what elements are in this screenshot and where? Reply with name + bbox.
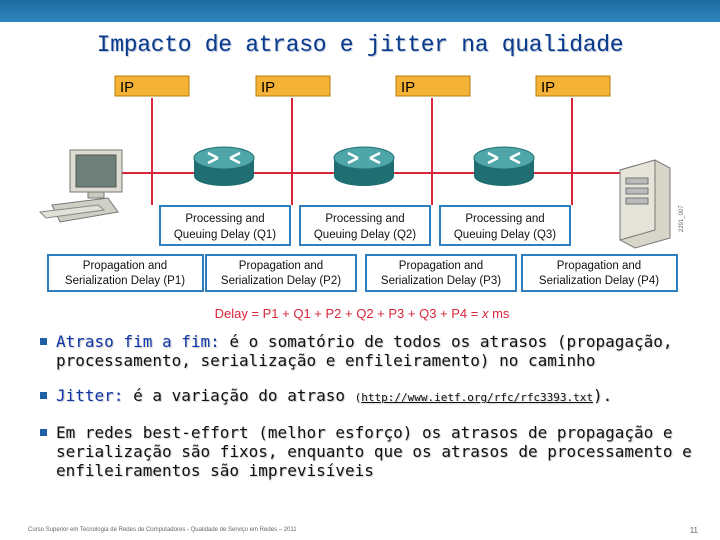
processing-label-2b: Queuing Delay (Q2) [314,229,416,241]
processing-box-3 [439,205,571,246]
ip-box-1 [114,75,190,97]
propagation-box-2 [205,254,357,292]
router-icon-2 [333,146,395,186]
router-icon-3 [473,146,535,186]
router-icon-1 [193,146,255,186]
paren-close: ). [593,386,613,405]
footer-text: Curso Superior em Tecnologia de Redes de… [28,527,297,533]
ip-label-2: IP [261,79,275,96]
figure-id: 2291_007 [679,205,685,232]
propagation-label-1a: Propagation and [83,260,167,272]
ip-label-1: IP [120,79,134,96]
processing-box-1 [159,205,291,246]
propagation-box-3 [365,254,517,292]
processing-label-3b: Queuing Delay (Q3) [454,229,556,241]
ip-label-4: IP [541,79,555,96]
processing-label-1b: Queuing Delay (Q1) [174,229,276,241]
bullet-item-3: Em redes best-effort (melhor esforço) os… [40,423,694,480]
propagation-box-4 [521,254,678,292]
path-lines [118,98,620,205]
header-bar [0,0,720,22]
propagation-label-4b: Serialization Delay (P4) [539,275,659,287]
slide-title: Impacto de atraso e jitter na qualidade [96,32,624,58]
processing-box-2 [299,205,431,246]
propagation-label-3a: Propagation and [399,260,483,272]
bullet-item-2: Jitter: é a variação do atraso (http://w… [40,386,694,407]
bullet-text-2: é a variação do atraso [123,386,355,405]
computer-icon [38,149,123,223]
ip-box-2 [255,75,331,97]
bullet-text-1: é o somatório de todos os atrasos (propa… [56,332,673,370]
propagation-label-4a: Propagation and [557,260,641,272]
page-number: 11 [689,526,698,535]
ip-label-3: IP [401,79,415,96]
bullet-text-3: Em redes best-effort (melhor esforço) os… [56,423,692,480]
propagation-label-3b: Serialization Delay (P3) [381,275,501,287]
bullet-marker [40,338,47,345]
paren-open: ( [354,391,362,404]
bullet-term-1: Atraso fim a fim: [56,332,220,351]
bullet-marker [40,392,47,399]
processing-label-2a: Processing and [325,213,404,225]
propagation-label-2b: Serialization Delay (P2) [221,275,341,287]
propagation-label-1b: Serialization Delay (P1) [65,275,185,287]
server-icon [619,159,671,249]
rfc-link[interactable]: http://www.ietf.org/rfc/rfc3393.txt [361,391,594,404]
bullet-marker [40,429,47,436]
bullet-item-1: Atraso fim a fim: é o somatório de todos… [40,332,694,370]
ip-box-4 [535,75,611,97]
processing-label-1a: Processing and [185,213,264,225]
delay-diagram: IP IP IP IP 2291 [38,75,685,321]
bullet-term-2: Jitter: [56,386,124,405]
propagation-label-2a: Propagation and [239,260,323,272]
processing-label-3a: Processing and [465,213,544,225]
propagation-box-1 [47,254,204,292]
bullet-list: Atraso fim a fim: é o somatório de todos… [40,332,694,496]
delay-formula: Delay = P1 + Q1 + P2 + Q2 + P3 + Q3 + P4… [215,306,510,321]
ip-box-3 [395,75,471,97]
